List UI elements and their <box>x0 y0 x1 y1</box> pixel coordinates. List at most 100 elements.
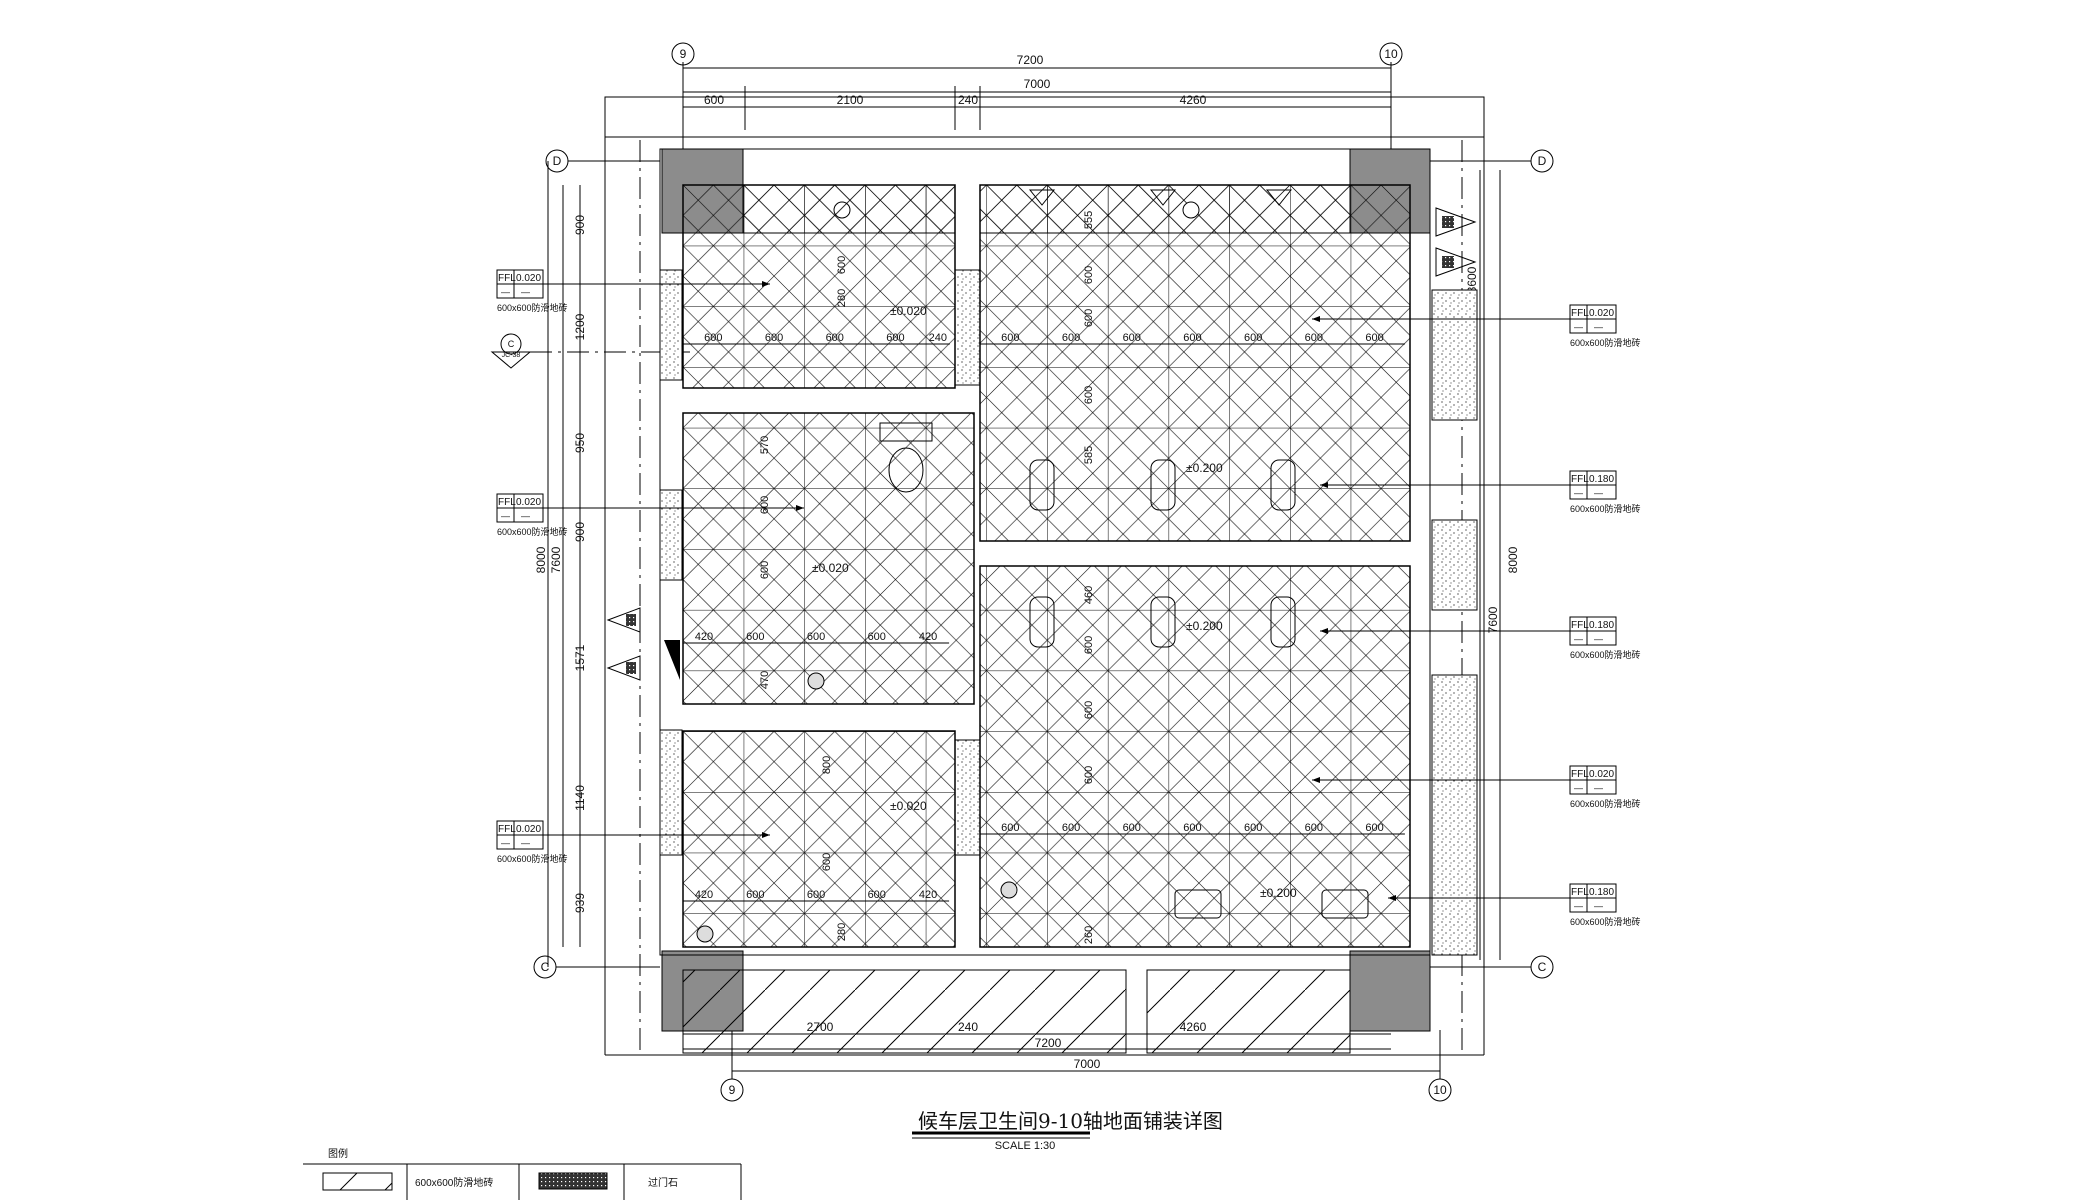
tile-vertical-dim-label: 600 <box>821 853 833 871</box>
ffl-value: 0.020 <box>516 497 541 508</box>
dim-bottom-seg: 4260 <box>1180 1020 1207 1034</box>
ffl-dash: — <box>1574 634 1583 644</box>
ffl-prefix: FFL <box>498 497 516 508</box>
tile-vertical-dim-label: 600 <box>1083 766 1095 784</box>
ffl-value: 0.020 <box>1589 769 1614 780</box>
dim-top-seg: 4260 <box>1180 93 1207 107</box>
tile-area-top-right-strip <box>979 184 1351 234</box>
legend: 图例 600x600防滑地砖 过门石 <box>303 1147 742 1200</box>
tile-vertical-dim-label: 280 <box>836 289 848 307</box>
ffl-value: 0.020 <box>1589 308 1614 319</box>
tile-area-top-right <box>979 184 1411 542</box>
dim-right-inner: 7600 <box>1486 606 1500 633</box>
tile-dim-label: 600 <box>1365 332 1383 344</box>
drawing-title-block: 候车层卫生间9-10轴地面铺装详图 SCALE 1:30 <box>912 1109 1223 1152</box>
floor-drain-icon <box>833 201 851 219</box>
tile-dim-label: 600 <box>704 332 722 344</box>
tile-dim-label: 600 <box>1062 332 1080 344</box>
dim-right-seg: 3600 <box>1465 266 1479 293</box>
ffl-prefix: FFL <box>1571 474 1589 485</box>
dim-left-seg: 1200 <box>573 313 587 340</box>
ffl-value: 0.020 <box>516 273 541 284</box>
tile-dim-label: 600 <box>1183 332 1201 344</box>
ffl-dash: — <box>1594 783 1603 793</box>
ffl-dash: — <box>1594 488 1603 498</box>
ffl-material: 600x600防滑地砖 <box>497 853 568 864</box>
squat-toilet-icon <box>1150 596 1176 648</box>
tile-vertical-dim-label: 555 <box>1083 211 1095 229</box>
ffl-material: 600x600防滑地砖 <box>1570 798 1641 809</box>
ffl-material: 600x600防滑地砖 <box>1570 916 1641 927</box>
ffl-dash: — <box>521 287 530 297</box>
tile-vertical-dim-label: 600 <box>836 256 848 274</box>
urinal-icon <box>1028 189 1056 206</box>
tile-dim-label: 600 <box>868 631 886 643</box>
ffl-value: 0.020 <box>516 824 541 835</box>
ffl-prefix: FFL <box>498 273 516 284</box>
tile-vertical-dim-label: 600 <box>759 561 771 579</box>
ffl-dash: — <box>501 511 510 521</box>
ffl-dash: — <box>521 838 530 848</box>
elevation-label: ±0.200 <box>1186 619 1223 633</box>
ffl-prefix: FFL <box>1571 769 1589 780</box>
tile-dim-label: 240 <box>929 332 947 344</box>
ffl-material: 600x600防滑地砖 <box>1570 337 1641 348</box>
threshold-strip-right <box>1146 969 1351 1054</box>
dim-left-seg: 950 <box>573 433 587 453</box>
tile-dim-label: 600 <box>1244 822 1262 834</box>
squat-toilet-icon <box>1270 459 1296 511</box>
ffl-dash: — <box>1594 634 1603 644</box>
tile-dim-label: 600 <box>1365 822 1383 834</box>
tile-vertical-dim-label: 600 <box>1083 701 1095 719</box>
dim-left-seg: 900 <box>573 522 587 542</box>
tile-vertical-dim-label: 600 <box>759 496 771 514</box>
ffl-dash: — <box>1594 322 1603 332</box>
tile-dim-label: 600 <box>746 889 764 901</box>
legend-swatch-stone <box>538 1172 608 1190</box>
legend-label-stone: 过门石 <box>648 1176 678 1189</box>
legend-swatch-tile <box>322 1172 393 1191</box>
ffl-dash: — <box>1594 901 1603 911</box>
tiled-floor-areas <box>682 184 1411 1054</box>
legend-label-tile: 600x600防滑地砖 <box>415 1176 493 1189</box>
urinal-icon <box>1149 189 1177 206</box>
tile-dim-label: 600 <box>765 332 783 344</box>
dim-top-seg: 240 <box>958 93 978 107</box>
dim-left-seg: 1571 <box>573 644 587 671</box>
floor-drain-icon <box>1000 881 1018 899</box>
elevation-label: ±0.200 <box>1260 886 1297 900</box>
tile-vertical-dim-label: 600 <box>1083 386 1095 404</box>
dim-left-overall: 8000 <box>534 546 548 573</box>
drawing-title: 候车层卫生间9-10轴地面铺装详图 <box>918 1109 1223 1133</box>
ffl-dash: — <box>501 838 510 848</box>
ffl-material: 600x600防滑地砖 <box>497 302 568 313</box>
tile-area-bottom-right <box>979 565 1411 948</box>
tile-dim-label: 600 <box>1062 822 1080 834</box>
axis-c-left: C <box>541 960 550 974</box>
dim-top-seg: 600 <box>704 93 724 107</box>
tile-dim-label: 600 <box>886 332 904 344</box>
elevation-label: ±0.200 <box>1186 461 1223 475</box>
tile-dim-label: 600 <box>1305 332 1323 344</box>
tile-dim-label: 420 <box>919 631 937 643</box>
legend-heading: 图例 <box>328 1147 348 1160</box>
dim-left-seg: 1140 <box>573 785 587 811</box>
ffl-material: 600x600防滑地砖 <box>1570 649 1641 660</box>
dim-right-overall: 8000 <box>1506 546 1520 573</box>
tile-dim-label: 600 <box>1001 332 1019 344</box>
ffl-dash: — <box>1574 488 1583 498</box>
squat-toilet-icon <box>1029 459 1055 511</box>
ffl-value: 0.180 <box>1589 887 1614 898</box>
tile-dim-label: 600 <box>807 631 825 643</box>
tile-dim-label: 420 <box>919 889 937 901</box>
axis-9-bottom: 9 <box>729 1083 736 1097</box>
axis-markers: 9 10 9 10 D D C C C JC-38 <box>490 42 1554 1102</box>
tile-vertical-dim-label: 460 <box>1083 586 1095 604</box>
